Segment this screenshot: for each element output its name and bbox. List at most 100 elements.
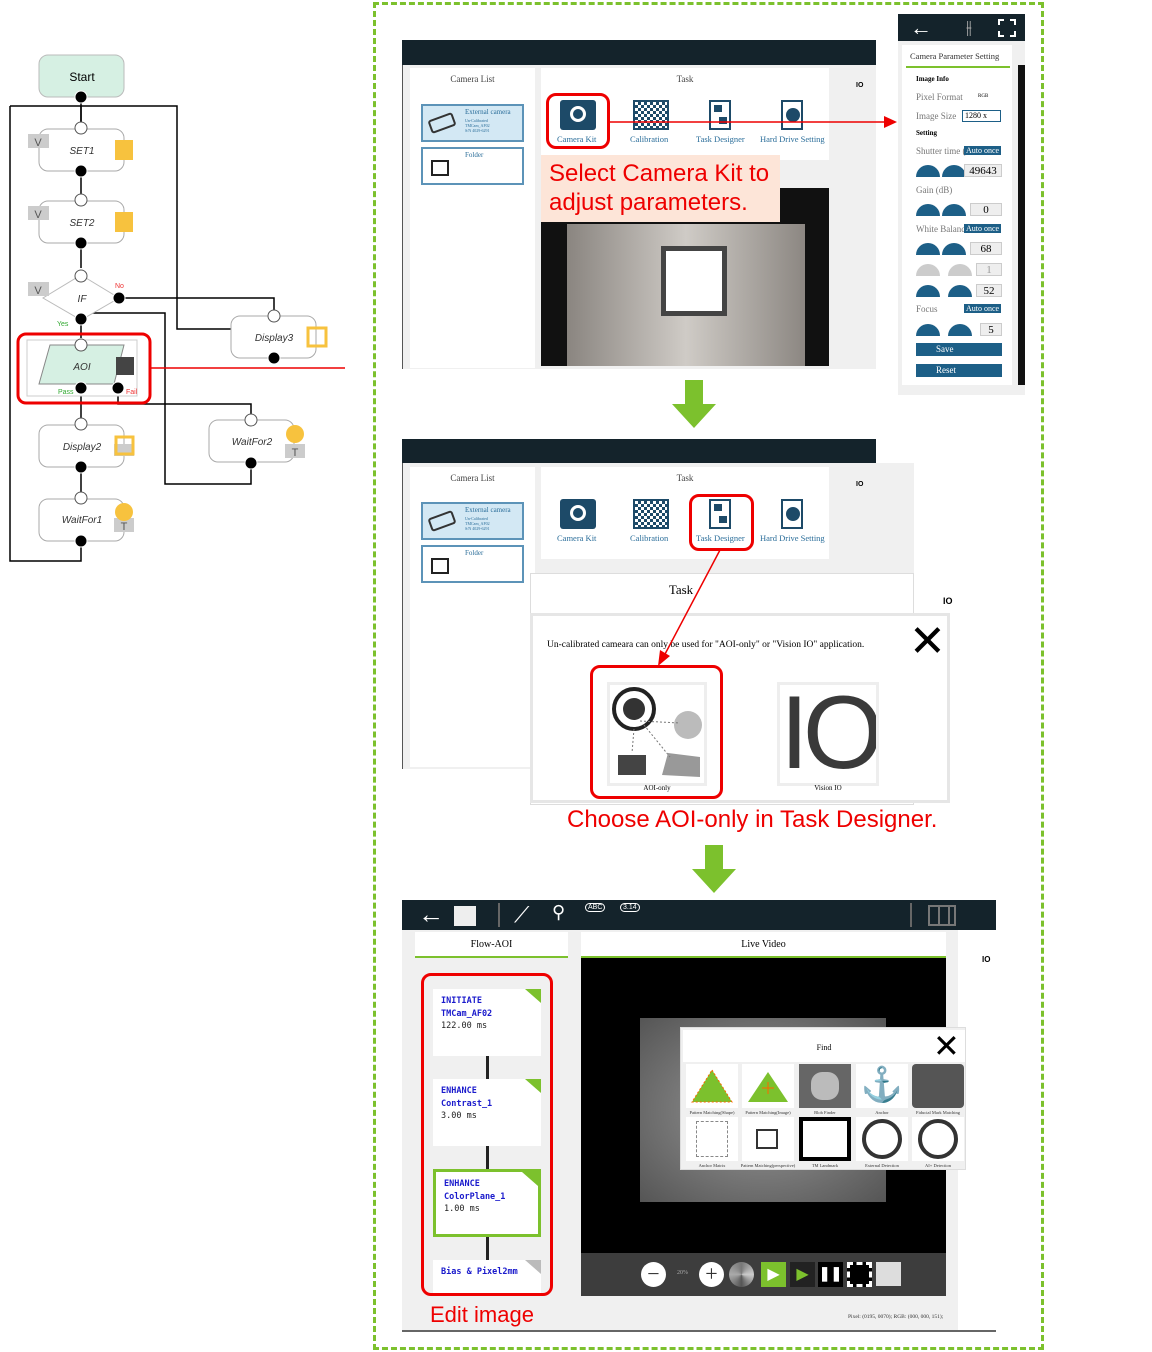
step1-caption: Select Camera Kit to adjust parameters.	[541, 155, 780, 222]
aoi-only-highlight	[590, 665, 723, 799]
save-file-icon[interactable]	[454, 906, 476, 926]
aoi-only-icon	[612, 687, 702, 777]
camera-kit-icon[interactable]	[560, 100, 596, 130]
wb-value-3[interactable]: 52	[976, 284, 1002, 297]
camera-kit-icon[interactable]	[560, 499, 596, 529]
camera-icon	[427, 509, 457, 533]
save-button[interactable]: Save	[916, 343, 1002, 356]
task-designer-icon[interactable]	[709, 100, 731, 130]
measure-icon[interactable]: 3.14	[620, 903, 640, 912]
zoom-in-button[interactable]: +	[699, 1262, 724, 1287]
video-controls: − 20% + ▶ ▶ ❚❚	[581, 1253, 946, 1296]
find-dialog: Find ✕ ⚓ Pattern Matching(Shape) Pattern…	[680, 1027, 966, 1170]
svg-text:No: No	[115, 283, 124, 290]
flow-highlight	[421, 973, 553, 1296]
find-ai-detection[interactable]	[912, 1117, 964, 1161]
chart-trend-icon[interactable]: ⟋	[514, 902, 530, 927]
svg-text:Pass: Pass	[58, 389, 74, 396]
camera-list-panel: Camera List External camera Un-Calibrate…	[410, 68, 535, 368]
io-label: IO	[856, 82, 864, 89]
find-blob[interactable]	[799, 1064, 851, 1108]
camera-list-title: Camera List	[450, 74, 495, 84]
focus-icon[interactable]	[998, 19, 1016, 37]
step-button[interactable]: ▶	[790, 1262, 815, 1287]
find-pattern-shape[interactable]	[686, 1064, 738, 1108]
wb-knob-3-fine[interactable]	[948, 285, 972, 297]
find-tm-landmark[interactable]	[799, 1117, 851, 1161]
folder-icon	[431, 558, 449, 574]
svg-text:V: V	[34, 209, 42, 221]
node-set2: SET2	[69, 218, 94, 229]
hard-drive-icon[interactable]	[781, 100, 803, 130]
shutter-knob[interactable]	[916, 165, 940, 177]
tm-logo-marker	[661, 246, 727, 316]
gain-value[interactable]: 0	[970, 203, 1002, 216]
step3-caption: Edit image	[430, 1302, 534, 1327]
wb-knob-3[interactable]	[916, 285, 940, 297]
shutter-knob-fine[interactable]	[942, 165, 966, 177]
flowchart: Start SET1 SET2 IF AOI Display2 WaitFor1…	[9, 54, 345, 562]
locate-icon[interactable]: ⚲	[552, 902, 566, 922]
find-pattern-perspective[interactable]	[742, 1117, 794, 1161]
svg-text:Start: Start	[69, 70, 95, 84]
param-topbar: ← ⫲	[898, 14, 1025, 41]
color-wheel-icon[interactable]	[729, 1262, 754, 1287]
arrow-to-params	[610, 116, 897, 128]
svg-text:T: T	[292, 447, 299, 459]
image-size-select[interactable]: 1280 x	[962, 110, 1001, 122]
flow-aoi-header: Flow-AOI	[415, 932, 568, 958]
camera-list-panel-2: Camera List External camera Un-Calibrate…	[410, 467, 535, 767]
calibration-icon[interactable]	[633, 499, 669, 529]
folder-item[interactable]: Folder	[421, 147, 524, 185]
flow-card-bias[interactable]: Bias & Pixel2mm	[433, 1260, 541, 1295]
vision-topbar	[402, 40, 876, 65]
find-pattern-image[interactable]	[742, 1064, 794, 1108]
aoi-only-option[interactable]	[607, 682, 707, 786]
find-external-detection[interactable]	[856, 1117, 908, 1161]
pause-button[interactable]: ❚❚	[818, 1262, 843, 1287]
gain-knob[interactable]	[916, 204, 940, 216]
wb-knob-1[interactable]	[916, 243, 940, 255]
gain-knob-fine[interactable]	[942, 204, 966, 216]
ocr-barcode-icon[interactable]: ABC	[585, 903, 606, 912]
close-icon[interactable]: ✕	[909, 616, 946, 667]
wb-knob-1-fine[interactable]	[942, 243, 966, 255]
focus-auto-once[interactable]: Auto once	[964, 304, 1002, 313]
back-arrow-icon[interactable]: ←	[910, 15, 932, 40]
calibration-icon[interactable]	[633, 100, 669, 130]
task-designer-icon[interactable]	[709, 499, 731, 529]
focus-value[interactable]: 5	[980, 323, 1002, 336]
camera-kit-highlight	[546, 93, 610, 149]
zoom-out-button[interactable]: −	[641, 1262, 666, 1287]
fullscreen-button[interactable]	[847, 1262, 872, 1287]
folder-item[interactable]: Folder	[421, 545, 524, 583]
find-fiducial[interactable]	[912, 1064, 964, 1108]
hard-drive-icon[interactable]	[781, 499, 803, 529]
back-arrow-icon[interactable]: ←	[418, 900, 444, 929]
close-icon[interactable]: ✕	[933, 1027, 960, 1065]
task-designer-highlight	[689, 494, 754, 551]
node-icons	[114, 140, 328, 521]
sliders-icon[interactable]: ⫲	[966, 17, 972, 37]
shutter-auto-once[interactable]: Auto once	[964, 146, 1002, 155]
focus-knob[interactable]	[916, 324, 940, 336]
down-arrow-icon	[692, 845, 736, 893]
reset-button[interactable]: Reset	[916, 364, 1002, 377]
play-button[interactable]: ▶	[761, 1262, 786, 1287]
shutter-value[interactable]: 49643	[964, 164, 1002, 177]
focus-knob-fine[interactable]	[948, 324, 972, 336]
wb-auto-once[interactable]: Auto once	[964, 224, 1002, 233]
find-anchor[interactable]: ⚓	[856, 1064, 908, 1108]
vision-io-option[interactable]: IO	[777, 682, 879, 786]
find-anchor-matrix[interactable]	[686, 1117, 738, 1161]
grid-icon[interactable]	[928, 905, 956, 926]
start-node: Start	[38, 54, 125, 98]
save-image-button[interactable]	[876, 1262, 901, 1286]
wb-value-1[interactable]: 68	[970, 242, 1002, 255]
step2-caption: Choose AOI-only in Task Designer.	[567, 806, 938, 833]
